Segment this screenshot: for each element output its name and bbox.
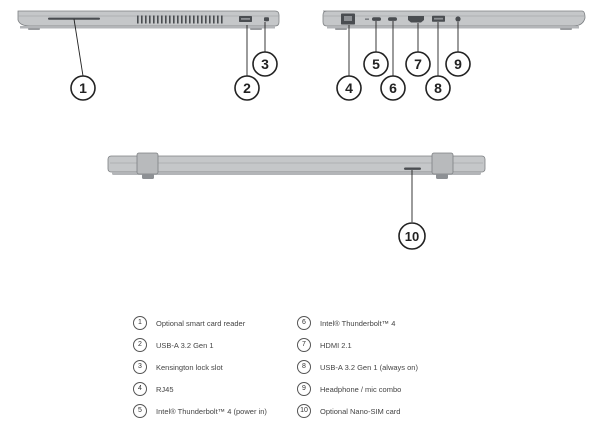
hinge-icon: [431, 152, 454, 175]
leader-lines: [73, 18, 459, 222]
svg-text:9: 9: [454, 56, 462, 72]
callout-3: 3: [252, 51, 278, 77]
svg-text:2: 2: [243, 80, 251, 96]
hinge-icon: [136, 152, 159, 175]
callout-1: 1: [70, 75, 96, 101]
rj45-port-icon: [341, 13, 355, 25]
usb-c-port-icon: [372, 17, 381, 21]
callout-9: 9: [445, 51, 471, 77]
svg-text:7: 7: [414, 56, 422, 72]
rear-view: [107, 152, 486, 179]
callouts: 1 2 3 4 5 6 7 8 9 10: [70, 51, 471, 250]
audio-jack-icon: [455, 16, 461, 22]
power-indicator-icon: [365, 18, 369, 20]
left-side-view: [17, 10, 280, 30]
svg-text:5: 5: [372, 56, 380, 72]
callout-4: 4: [336, 75, 362, 101]
sim-tray-icon: [404, 167, 421, 170]
svg-text:10: 10: [405, 229, 419, 244]
callout-2: 2: [234, 75, 260, 101]
svg-text:6: 6: [389, 80, 397, 96]
kensington-slot-icon: [264, 17, 269, 22]
svg-text:3: 3: [261, 56, 269, 72]
hdmi-port-icon: [408, 16, 424, 23]
callout-5: 5: [363, 51, 389, 77]
right-side-view: [322, 10, 586, 30]
usb-c-port-icon: [388, 17, 397, 21]
smart-card-slot-icon: [48, 17, 100, 20]
callout-6: 6: [380, 75, 406, 101]
svg-text:4: 4: [345, 80, 353, 96]
callout-10: 10: [398, 222, 426, 250]
svg-text:1: 1: [79, 80, 87, 96]
svg-text:8: 8: [434, 80, 442, 96]
callout-7: 7: [405, 51, 431, 77]
callout-8: 8: [425, 75, 451, 101]
vent-grille-icon: [137, 15, 223, 24]
